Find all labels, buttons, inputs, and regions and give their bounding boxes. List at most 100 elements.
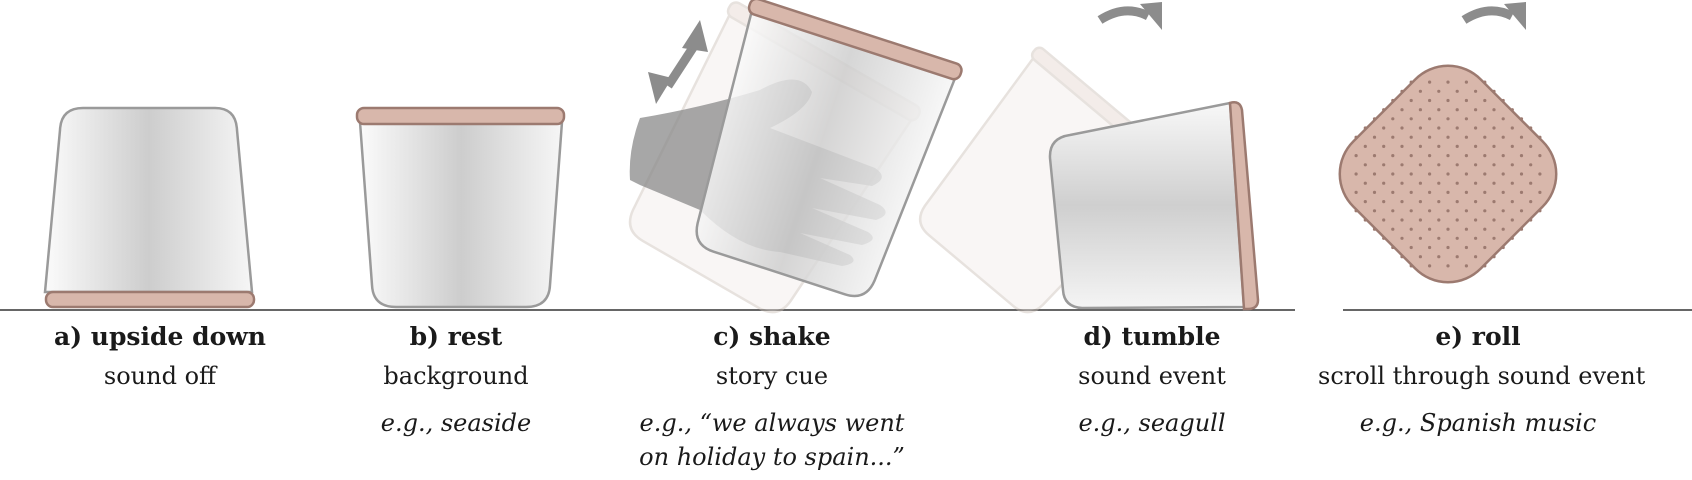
caption-example: e.g., Spanish music xyxy=(1359,409,1597,437)
speaker-dot xyxy=(1372,209,1377,213)
speaker-dot xyxy=(1474,200,1478,204)
speaker-dot xyxy=(1409,98,1413,103)
speaker-dot xyxy=(1492,108,1496,112)
speaker-dot xyxy=(1409,190,1413,194)
speaker-dot xyxy=(1400,163,1404,167)
speaker-dot xyxy=(1382,218,1386,222)
speaker-dot xyxy=(1363,218,1367,222)
caption-rest: b) rest background e.g., seaside xyxy=(296,0,616,480)
speaker-dot xyxy=(1446,227,1450,231)
speaker-dot xyxy=(1391,98,1395,103)
speaker-dot xyxy=(1446,154,1450,158)
speaker-dot xyxy=(1492,200,1496,204)
speaker-dot xyxy=(1446,172,1450,176)
speaker-dot xyxy=(1418,89,1422,93)
speaker-dot xyxy=(1501,172,1505,176)
caption-title: c) shake xyxy=(713,322,831,351)
speaker-dot xyxy=(1492,255,1496,259)
speaker-dot xyxy=(1400,200,1404,204)
speaker-dot xyxy=(1474,236,1478,240)
speaker-dot xyxy=(1510,126,1514,130)
cup-upside-down xyxy=(43,106,256,309)
speaker-dot xyxy=(1354,172,1358,176)
speaker-dot xyxy=(1428,117,1432,121)
speaker-dot xyxy=(1363,144,1367,148)
speaker-dot xyxy=(1363,181,1367,185)
speaker-dot xyxy=(1446,209,1450,213)
speaker-dot xyxy=(1455,163,1459,167)
speaker-dot xyxy=(1400,144,1404,148)
speaker-dot xyxy=(1483,209,1487,213)
curved-arrow-icon xyxy=(1461,2,1526,30)
speaker-dot xyxy=(1501,117,1505,121)
speaker-dot xyxy=(1529,163,1533,167)
speaker-dot xyxy=(1409,209,1413,213)
speaker-dot xyxy=(1492,218,1496,222)
speaker-dot xyxy=(1529,126,1533,130)
speaker-dot xyxy=(1519,209,1524,213)
speaker-dot xyxy=(1464,154,1468,158)
speaker-dot xyxy=(1391,154,1395,158)
speaker-dot xyxy=(1428,154,1432,158)
speaker-dot xyxy=(1483,117,1487,121)
speaker-dot xyxy=(1354,135,1358,139)
speaker-dot xyxy=(1538,190,1542,194)
speaker-dot xyxy=(1538,209,1542,213)
speaker-dot xyxy=(1400,108,1404,112)
speaker-dot xyxy=(1400,89,1404,93)
speaker-dot xyxy=(1409,154,1413,158)
speaker-dot xyxy=(1474,144,1478,148)
speaker-dot xyxy=(1363,200,1367,204)
speaker-dot xyxy=(1372,117,1377,121)
speaker-dot xyxy=(1455,255,1459,259)
speaker-dot xyxy=(1501,98,1505,103)
speaker-dot xyxy=(1446,245,1450,250)
speaker-dot xyxy=(1437,218,1441,222)
speaker-dot xyxy=(1464,172,1468,176)
speaker-dot xyxy=(1409,245,1413,250)
speaker-dot xyxy=(1446,135,1450,139)
speaker-dot xyxy=(1372,172,1377,176)
speaker-dot xyxy=(1372,227,1377,231)
speaker-dot xyxy=(1409,80,1413,84)
speaker-dot xyxy=(1519,172,1524,176)
curved-arrow-icon xyxy=(1097,2,1162,30)
speaker-dot xyxy=(1428,80,1432,84)
speaker-dot xyxy=(1492,126,1496,130)
speaker-dot xyxy=(1354,209,1358,213)
speaker-dot xyxy=(1464,117,1468,121)
speaker-dot xyxy=(1519,227,1524,231)
speaker-dot xyxy=(1391,227,1395,231)
speaker-dot xyxy=(1464,80,1468,84)
speaker-dot xyxy=(1409,227,1413,231)
double-arrow-icon xyxy=(648,20,708,104)
cup-roll xyxy=(1338,2,1558,284)
speaker-dot xyxy=(1455,144,1459,148)
speaker-dot xyxy=(1538,154,1542,158)
speaker-dot xyxy=(1418,163,1422,167)
speaker-dot xyxy=(1354,190,1358,194)
speaker-dot xyxy=(1501,245,1505,250)
speaker-dot xyxy=(1529,218,1533,222)
speaker-dot xyxy=(1418,255,1422,259)
speaker-dot xyxy=(1501,154,1505,158)
speaker-dot xyxy=(1372,135,1377,139)
speaker-dot xyxy=(1455,236,1459,240)
speaker-dot xyxy=(1382,163,1386,167)
speaker-dot xyxy=(1446,80,1450,84)
speaker-dot xyxy=(1418,181,1422,185)
speaker-dot xyxy=(1409,135,1413,139)
speaker-dot xyxy=(1446,264,1450,268)
speaker-dots xyxy=(1354,80,1542,268)
speaker-dot xyxy=(1428,135,1432,139)
caption-shake: c) shake story cue e.g., “we always went… xyxy=(612,0,932,480)
caption-subtitle: sound off xyxy=(103,362,217,390)
speaker-dot xyxy=(1428,227,1432,231)
speaker-dot xyxy=(1382,144,1386,148)
speaker-dot xyxy=(1437,89,1441,93)
speaker-dot xyxy=(1428,245,1432,250)
speaker-dot xyxy=(1446,190,1450,194)
caption-subtitle: story cue xyxy=(715,362,829,390)
speaker-dot xyxy=(1474,218,1478,222)
